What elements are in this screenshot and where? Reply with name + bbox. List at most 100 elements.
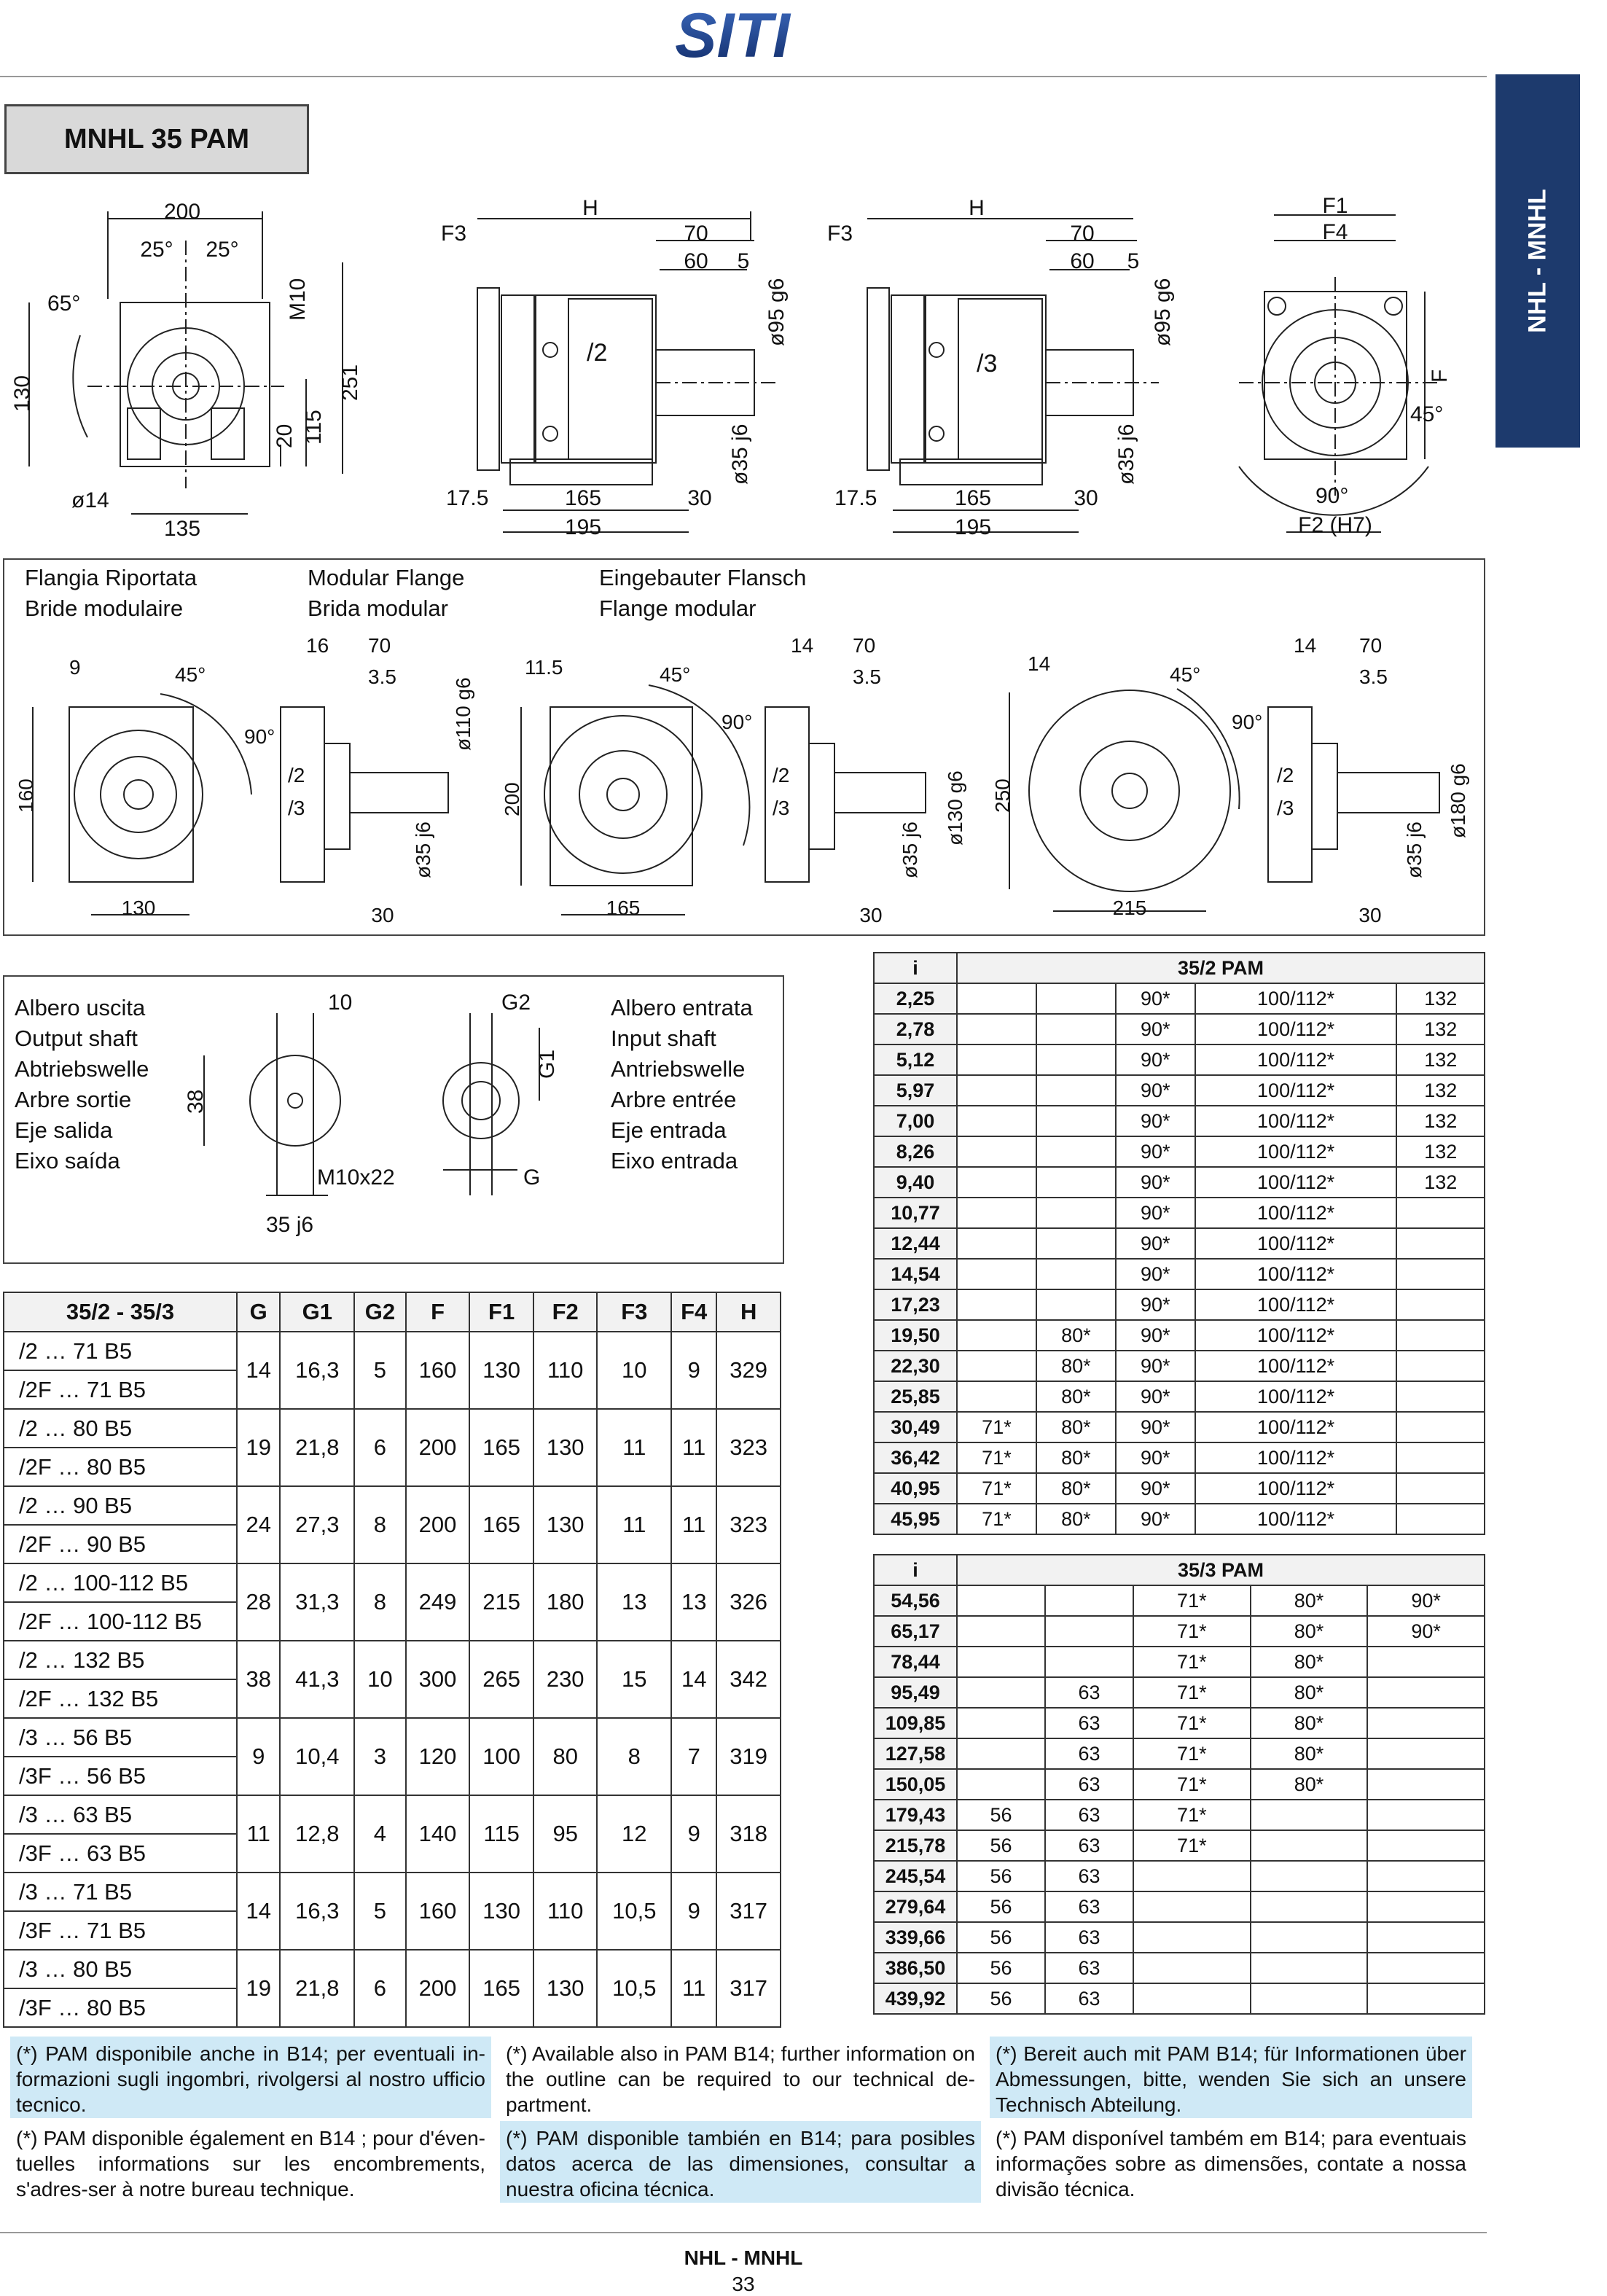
table-cell: 80* bbox=[1035, 1503, 1117, 1535]
svg-text:70: 70 bbox=[1359, 634, 1382, 657]
svg-text:/2: /2 bbox=[587, 339, 607, 367]
table-cell: 100/112* bbox=[1194, 1136, 1398, 1168]
table-cell bbox=[1035, 1013, 1117, 1045]
svg-text:215: 215 bbox=[1113, 897, 1147, 919]
table-row: /2F … 80 B5 bbox=[3, 1447, 781, 1487]
table-cell bbox=[956, 1738, 1046, 1770]
table-cell bbox=[1249, 1921, 1369, 1953]
row-model: /2F … 132 B5 bbox=[3, 1679, 238, 1719]
table-cell: 90* bbox=[1114, 1472, 1196, 1504]
svg-text:ø35 j6: ø35 j6 bbox=[1403, 821, 1426, 878]
svg-text:G: G bbox=[523, 1165, 540, 1190]
table-cell bbox=[1035, 1289, 1117, 1321]
table-cell: 8 bbox=[353, 1485, 407, 1564]
col-header: F4 bbox=[670, 1292, 718, 1332]
table-cell: 165 bbox=[469, 1485, 534, 1564]
table-cell: 5 bbox=[353, 1872, 407, 1951]
table-cell: 319 bbox=[716, 1717, 781, 1796]
ratio-value: 7,00 bbox=[873, 1105, 958, 1137]
table-cell bbox=[1366, 1891, 1485, 1923]
svg-text:250: 250 bbox=[991, 778, 1014, 813]
svg-text:45°: 45° bbox=[175, 663, 206, 686]
svg-text:115: 115 bbox=[302, 410, 326, 445]
note-fr: (*) PAM disponible également en B14 ; po… bbox=[16, 2127, 485, 2201]
table-cell bbox=[1133, 1983, 1251, 2015]
table-cell bbox=[1366, 1983, 1485, 2015]
modular-flange-section bbox=[3, 558, 1485, 936]
table-cell: 342 bbox=[716, 1640, 781, 1719]
svg-text:ø14: ø14 bbox=[71, 488, 109, 512]
table-cell: 130 bbox=[469, 1872, 534, 1951]
table-cell: 7 bbox=[670, 1717, 718, 1796]
table-cell: 11 bbox=[596, 1485, 673, 1564]
table-cell: 326 bbox=[716, 1563, 781, 1641]
header-rule bbox=[0, 76, 1487, 77]
table-cell: 71* bbox=[1133, 1646, 1251, 1678]
table-cell: 8 bbox=[596, 1717, 673, 1796]
table-cell: 13 bbox=[670, 1563, 718, 1641]
table-cell: 100/112* bbox=[1194, 1074, 1398, 1106]
table-cell: 230 bbox=[532, 1640, 598, 1719]
table-cell bbox=[956, 1227, 1037, 1260]
svg-text:/3: /3 bbox=[1277, 797, 1294, 819]
table-cell: 38 bbox=[235, 1640, 281, 1719]
table-cell: 56 bbox=[956, 1983, 1046, 2015]
col-header: F bbox=[404, 1292, 471, 1332]
row-model: /3 … 56 B5 bbox=[3, 1717, 238, 1757]
ratio-value: 22,30 bbox=[873, 1350, 958, 1382]
col-header: i bbox=[873, 952, 958, 984]
svg-text:70: 70 bbox=[1070, 222, 1094, 246]
svg-text:M10x22: M10x22 bbox=[317, 1165, 395, 1190]
ratio-value: 245,54 bbox=[873, 1860, 958, 1892]
table-cell bbox=[1249, 1830, 1369, 1862]
svg-text:90°: 90° bbox=[1232, 711, 1262, 733]
table-cell: 160 bbox=[404, 1331, 471, 1410]
table-cell bbox=[956, 1707, 1046, 1739]
table-cell bbox=[956, 1166, 1037, 1198]
table-cell: 24 bbox=[235, 1485, 281, 1564]
table-cell: 9 bbox=[670, 1872, 718, 1951]
ratio-value: 12,44 bbox=[873, 1227, 958, 1260]
table-cell: 11 bbox=[670, 1949, 718, 2028]
table-cell: 13 bbox=[596, 1563, 673, 1641]
ratio-value: 17,23 bbox=[873, 1289, 958, 1321]
col-header: i bbox=[873, 1554, 958, 1586]
table-cell: 10 bbox=[353, 1640, 407, 1719]
table-cell: 132 bbox=[1396, 1136, 1485, 1168]
table-cell: 63 bbox=[1044, 1891, 1134, 1923]
table-cell: 80* bbox=[1249, 1585, 1369, 1617]
table-cell bbox=[1396, 1381, 1485, 1413]
svg-text:F3: F3 bbox=[827, 222, 853, 246]
svg-text:30: 30 bbox=[371, 904, 394, 926]
table-cell bbox=[956, 1768, 1046, 1800]
table-cell bbox=[1249, 1891, 1369, 1923]
svg-text:25°: 25° bbox=[206, 238, 238, 262]
table-cell: 41,3 bbox=[279, 1640, 356, 1719]
table-cell: 80* bbox=[1035, 1350, 1117, 1382]
table-cell: 63 bbox=[1044, 1676, 1134, 1709]
ratio-value: 45,95 bbox=[873, 1503, 958, 1535]
table-cell bbox=[1366, 1738, 1485, 1770]
table-cell: 90* bbox=[1114, 1197, 1196, 1229]
table-header-row: 35/2 - 35/3 G G1 G2 F F1 F2 F3 F4 H bbox=[3, 1292, 781, 1332]
svg-text:200: 200 bbox=[501, 782, 523, 816]
table-cell: 100/112* bbox=[1194, 1227, 1398, 1260]
table-cell: 90* bbox=[1114, 1044, 1196, 1076]
table-cell: 56 bbox=[956, 1830, 1046, 1862]
dimension-table: 35/2 - 35/3 G G1 G2 F F1 F2 F3 F4 H /2 …… bbox=[3, 1292, 781, 2028]
table-cell bbox=[956, 1319, 1037, 1351]
table-cell bbox=[1366, 1768, 1485, 1800]
table-cell: 200 bbox=[404, 1485, 471, 1564]
table-cell: 132 bbox=[1396, 1105, 1485, 1137]
table-cell: 10,5 bbox=[596, 1872, 673, 1951]
table-row: /2F … 100-112 B5 bbox=[3, 1601, 781, 1641]
table-cell bbox=[956, 1258, 1037, 1290]
